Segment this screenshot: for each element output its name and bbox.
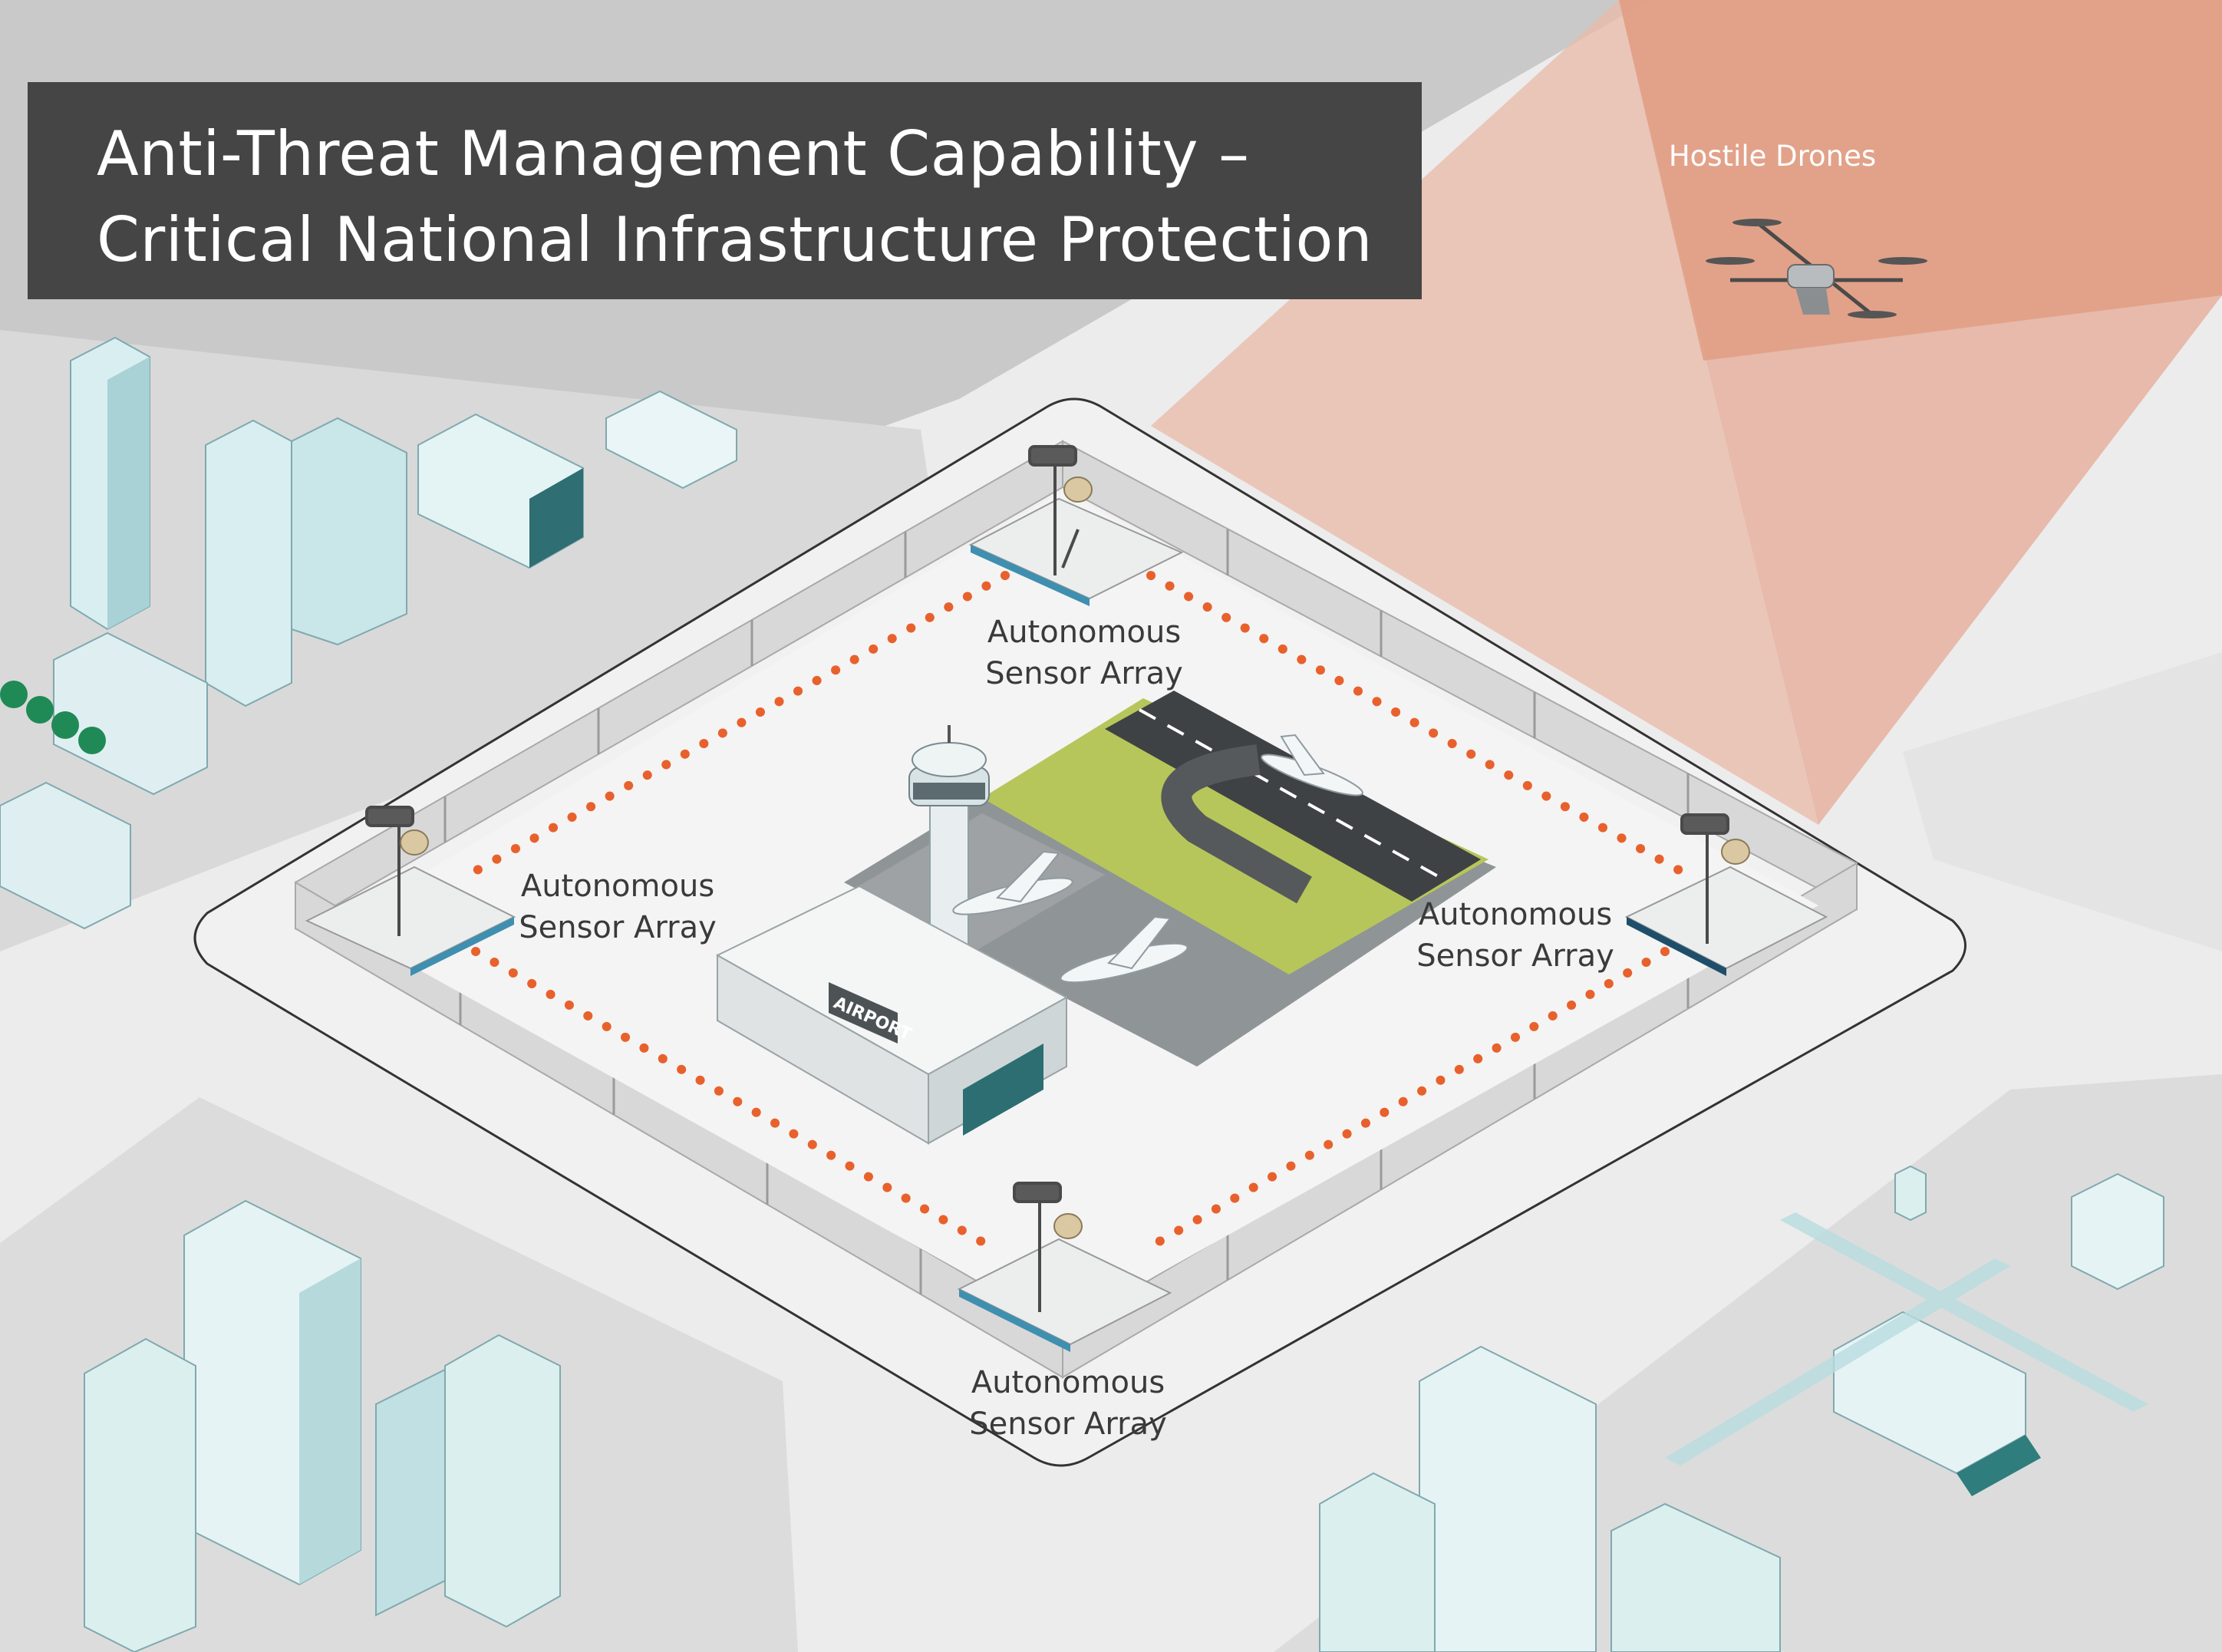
radar-dish-icon [400,476,1750,1239]
title-line-1: Anti-Threat Management Capability – [97,118,1250,190]
title-line-2: Critical National Infrastructure Protect… [97,204,1373,275]
terminal-building-icon: AIRPORT [715,885,1069,1145]
sensor-label-west: Autonomous Sensor Array [519,869,717,945]
tree-icon [0,681,106,754]
sensor-label-east: Autonomous Sensor Array [1416,897,1614,974]
airplane-icon [952,734,1363,984]
sensor-site-west [305,866,516,976]
sensor-label-north: Autonomous Sensor Array [985,615,1183,691]
sensor-site-south [957,1238,1172,1352]
threat-cone [1151,0,2222,825]
sensor-site-north [968,497,1184,606]
city-buildings-southwest [84,1199,561,1652]
sensor-mast-icon [365,445,1729,1312]
sensor-label-south: Autonomous Sensor Array [969,1365,1167,1442]
drone-icon [1706,219,1927,318]
hostile-drones-label: Hostile Drones [1668,140,1877,173]
sensor-site-east [1624,866,1828,976]
airfield [844,691,1496,1067]
road-east [1665,1212,2148,1466]
city-buildings-southeast [1319,1165,2164,1652]
title-banner: Anti-Threat Management Capability – Crit… [28,82,1422,299]
sensor-link-network [471,571,1685,1255]
city-block-east [1903,652,2222,951]
